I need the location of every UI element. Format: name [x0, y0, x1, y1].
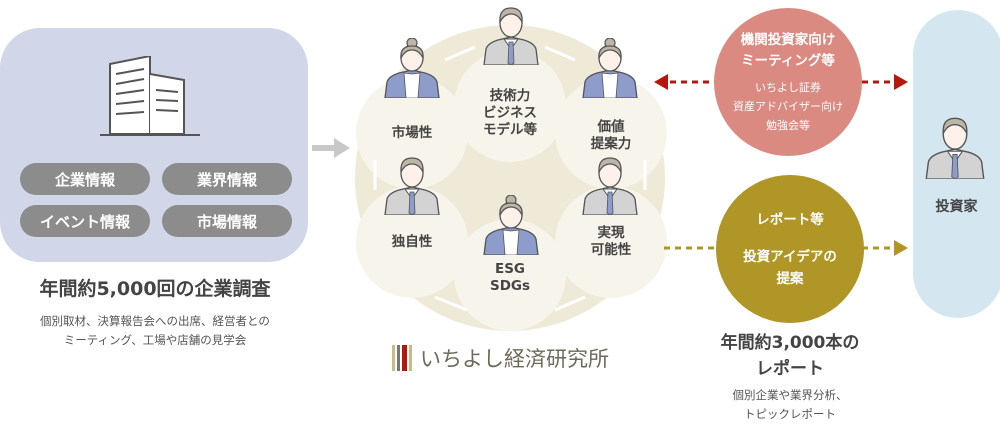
flow-arrows — [654, 74, 908, 256]
subtitle-line: ミーティング、工場や店舗の見学会 — [63, 333, 247, 347]
right-title: 年間約3,000本のレポート — [720, 333, 860, 379]
logo: いちよし経済研究所 — [392, 343, 609, 373]
building-icon — [100, 56, 200, 136]
arrow-right-icon — [312, 138, 350, 158]
investor-label: 投資家 — [935, 199, 978, 215]
pill-market-info: 市場情報 — [162, 205, 292, 237]
topic-technology: 技術力ビジネスモデル等 — [454, 50, 566, 162]
logo-mark-icon — [392, 345, 412, 371]
right-subtitle: 個別企業や業界分析、トピックレポート — [732, 388, 848, 421]
left-title: 年間約5,000回の企業調査 — [39, 278, 271, 300]
investor-icon — [922, 115, 988, 179]
information-sources-panel: 企業情報 業界情報 イベント情報 市場情報 — [0, 28, 308, 262]
pill-industry-info: 業界情報 — [162, 163, 292, 195]
subtitle-line: 個別取材、決算報告会への出席、経営者との — [40, 314, 270, 328]
pill-company-info: 企業情報 — [20, 163, 150, 195]
left-subtitle: 個別取材、決算報告会への出席、経営者とのミーティング、工場や店舗の見学会 — [0, 312, 310, 350]
exchange-arrows — [373, 45, 647, 312]
pill-event-info: イベント情報 — [20, 205, 150, 237]
meeting-circle: 機関投資家向けミーティング等 いちよし証券資産アドバイザー向け勉強会等 — [714, 8, 862, 156]
logo-text: いちよし経済研究所 — [420, 347, 609, 371]
report-circle: レポート等 投資アイデアの提案 — [716, 175, 864, 323]
